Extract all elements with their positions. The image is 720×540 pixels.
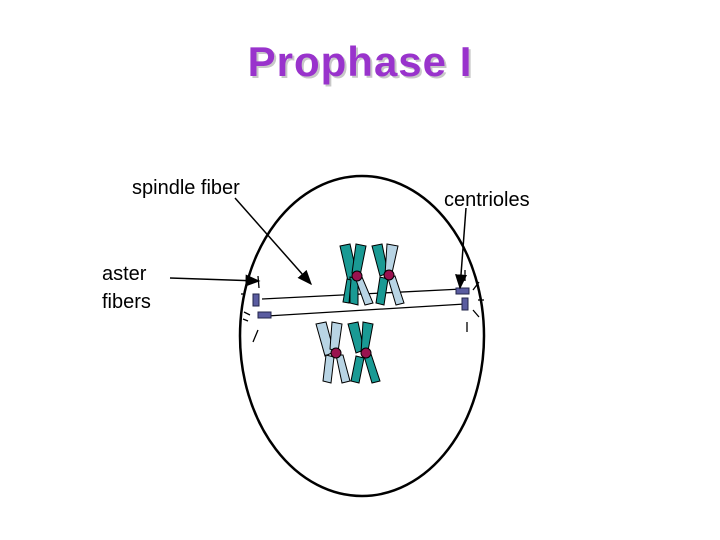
- centromere: [360, 347, 372, 359]
- spindle-fiber-label: spindle fiber: [132, 177, 240, 199]
- centromere: [351, 270, 363, 282]
- aster-fibers-arrow: [169, 274, 261, 287]
- centriole-horizontal: [257, 311, 272, 319]
- aster-fibers-label-line2: fibers: [102, 291, 151, 313]
- spindle-fiber-lower: [266, 303, 466, 317]
- centrioles-arrow: [455, 207, 467, 290]
- callout-arrows: [169, 197, 467, 290]
- aster-fibers-label-line1: aster: [102, 263, 147, 285]
- centriole-horizontal: [455, 287, 470, 295]
- centromere: [383, 269, 395, 281]
- centrioles-left: [252, 293, 272, 319]
- centromere: [330, 347, 342, 359]
- chromosome-lower-right: [347, 321, 381, 384]
- aster-fibers-left: [241, 275, 260, 343]
- slide-title: Prophase I: [247, 38, 473, 85]
- spindle-fiber-arrow: [234, 197, 312, 286]
- centrioles-right: [455, 287, 470, 311]
- chromosome-upper-right: [371, 243, 405, 306]
- centriole-vertical: [461, 297, 469, 311]
- centriole-vertical: [252, 293, 260, 307]
- cell-membrane: [238, 174, 486, 498]
- chromosome-lower-left: [315, 321, 351, 384]
- tetrad-lower: [315, 321, 381, 384]
- tetrad-upper: [339, 243, 405, 306]
- centrioles-label: centrioles: [444, 189, 530, 211]
- chromosome-upper-left: [339, 243, 374, 306]
